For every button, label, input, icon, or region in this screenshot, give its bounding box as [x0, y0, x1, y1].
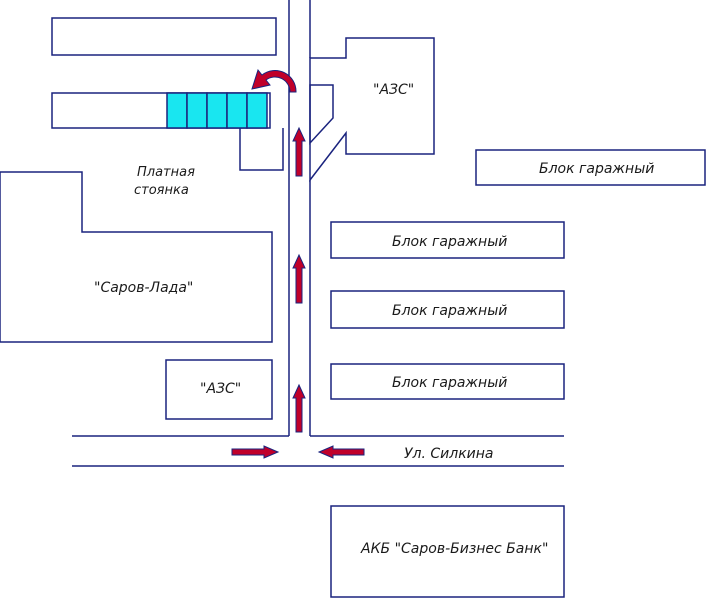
garage-block-label: Блок гаражный: [392, 375, 507, 391]
parking-building: [51, 92, 271, 129]
gas-station-island: [309, 84, 334, 145]
garage-block-label: Блок гаражный: [539, 161, 654, 177]
street-silkina: [72, 435, 564, 467]
gas-station-top: [309, 37, 435, 183]
street-label: Ул. Силкина: [404, 446, 494, 462]
parking-space: [186, 92, 208, 129]
arrow-up-icon: [292, 253, 306, 304]
gas-station-bottom: [165, 359, 273, 420]
bank-label: АКБ "Саров-Бизнес Банк": [360, 541, 548, 557]
parking-space: [246, 92, 268, 129]
gas-station-top-label: "АЗС": [373, 82, 414, 98]
garage-block-label: Блок гаражный: [392, 234, 507, 250]
route-arrows: [231, 68, 365, 459]
garage-block: [330, 363, 565, 400]
parking-space: [206, 92, 228, 129]
garage-block: [330, 290, 565, 329]
arrow-up-icon: [292, 383, 306, 433]
parking-space: [226, 92, 248, 129]
parking-label-line1: Платная: [137, 165, 195, 180]
garage-block: [330, 221, 565, 259]
sarov-lada-building: [0, 171, 273, 343]
arrow-right-icon: [231, 445, 280, 459]
sarov-lada-label: "Саров-Лада": [94, 280, 193, 296]
u-turn-arrow-icon: [251, 68, 297, 93]
garage-block-label: Блок гаражный: [392, 303, 507, 319]
bank-building: [330, 505, 565, 598]
main-road: [288, 0, 311, 436]
parking-label-line2: стоянка: [134, 183, 189, 198]
arrow-left-icon: [317, 445, 365, 459]
gas-station-bottom-label: "АЗС": [200, 381, 241, 397]
arrow-up-icon: [292, 126, 306, 177]
parking-spaces: [166, 92, 268, 129]
garage-block: [475, 149, 706, 186]
parking-space: [166, 92, 188, 129]
parking-booth: [239, 128, 284, 171]
building-top-left: [51, 17, 277, 56]
